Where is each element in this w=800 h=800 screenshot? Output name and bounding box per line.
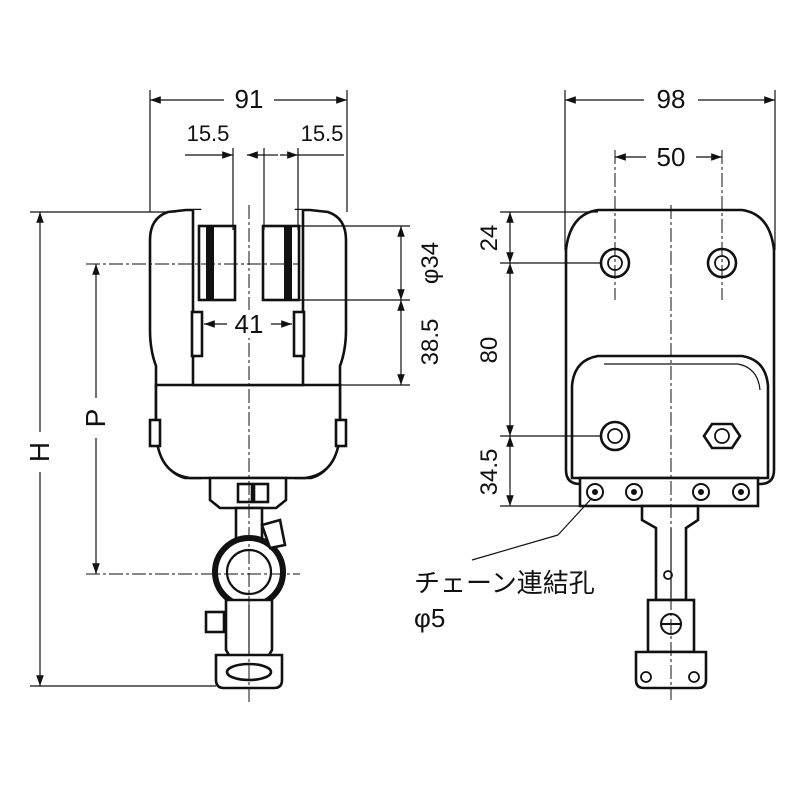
side-chain-hole-4: [732, 483, 750, 501]
side-dim-98-bg: [644, 84, 698, 110]
side-dim-top: 24: [476, 225, 503, 252]
side-bottom-bar: [578, 476, 760, 508]
front-dim-width-91: 91: [235, 84, 264, 114]
front-dim-wheel-diameter: φ34: [417, 242, 444, 284]
side-chain-hole-3: [692, 483, 710, 501]
front-view: [86, 205, 348, 705]
side-lower-left-bolt: [599, 420, 631, 452]
front-dim-h-bg: [28, 432, 52, 472]
side-dim-hole-spacing: 50: [657, 142, 686, 172]
front-clamp-latch: [260, 518, 287, 550]
side-stem: [640, 504, 700, 602]
front-dim-pitch: P: [80, 409, 111, 428]
side-chain-hole-1: [586, 483, 604, 501]
side-inner-bracket-edge: [604, 363, 761, 391]
front-dim-right-offset: 15.5: [301, 121, 344, 146]
side-dim-width-98: 98: [657, 84, 686, 114]
side-inner-bracket: [570, 354, 770, 480]
front-dim-91-bg: [224, 84, 274, 110]
callout-leader: [557, 497, 593, 536]
side-stem-pin: [663, 570, 673, 580]
front-dim-height: H: [24, 442, 55, 462]
side-foot-hole-left: [640, 671, 652, 683]
side-dim-bottom: 34.5: [476, 449, 503, 496]
front-dimensions: 91 15.5 15.5 φ34 38.5 41 H P: [24, 84, 444, 687]
front-neck-slot-right: [252, 482, 270, 504]
front-dim-41-bg: [227, 310, 271, 338]
side-view: [564, 150, 776, 700]
front-right-wheel-rim: [284, 226, 292, 300]
side-dim-50-bg: [646, 142, 696, 170]
callout-leader-tail: [471, 534, 559, 561]
front-neck-slot-left: [236, 482, 254, 504]
front-dim-wheel-to-base: 38.5: [417, 319, 444, 366]
front-dim-left-offset: 15.5: [187, 121, 230, 146]
side-dimensions: 98 50 24 80 34.5: [476, 84, 776, 507]
front-left-wheel-rim: [206, 226, 214, 300]
side-chain-hole-2: [625, 483, 643, 501]
front-dim-gap: 41: [235, 309, 264, 339]
front-dim-p-bg: [84, 398, 108, 438]
front-left-wheel: [197, 224, 237, 302]
callout-diameter: φ5: [414, 603, 445, 633]
front-right-wheel: [261, 224, 301, 302]
callout-label: チェーン連結孔: [414, 568, 595, 598]
side-dim-mid: 80: [476, 337, 503, 364]
chain-hole-callout: チェーン連結孔 φ5: [414, 497, 595, 633]
front-left-nub: [148, 418, 162, 448]
side-foot-hole-right: [688, 671, 700, 683]
front-left-axle: [190, 310, 204, 358]
front-right-axle: [292, 310, 306, 358]
front-right-nub: [334, 418, 348, 448]
side-lower-right-nut: [702, 422, 742, 450]
front-clamp-bolt: [204, 610, 226, 634]
front-lower-body: [154, 383, 342, 480]
